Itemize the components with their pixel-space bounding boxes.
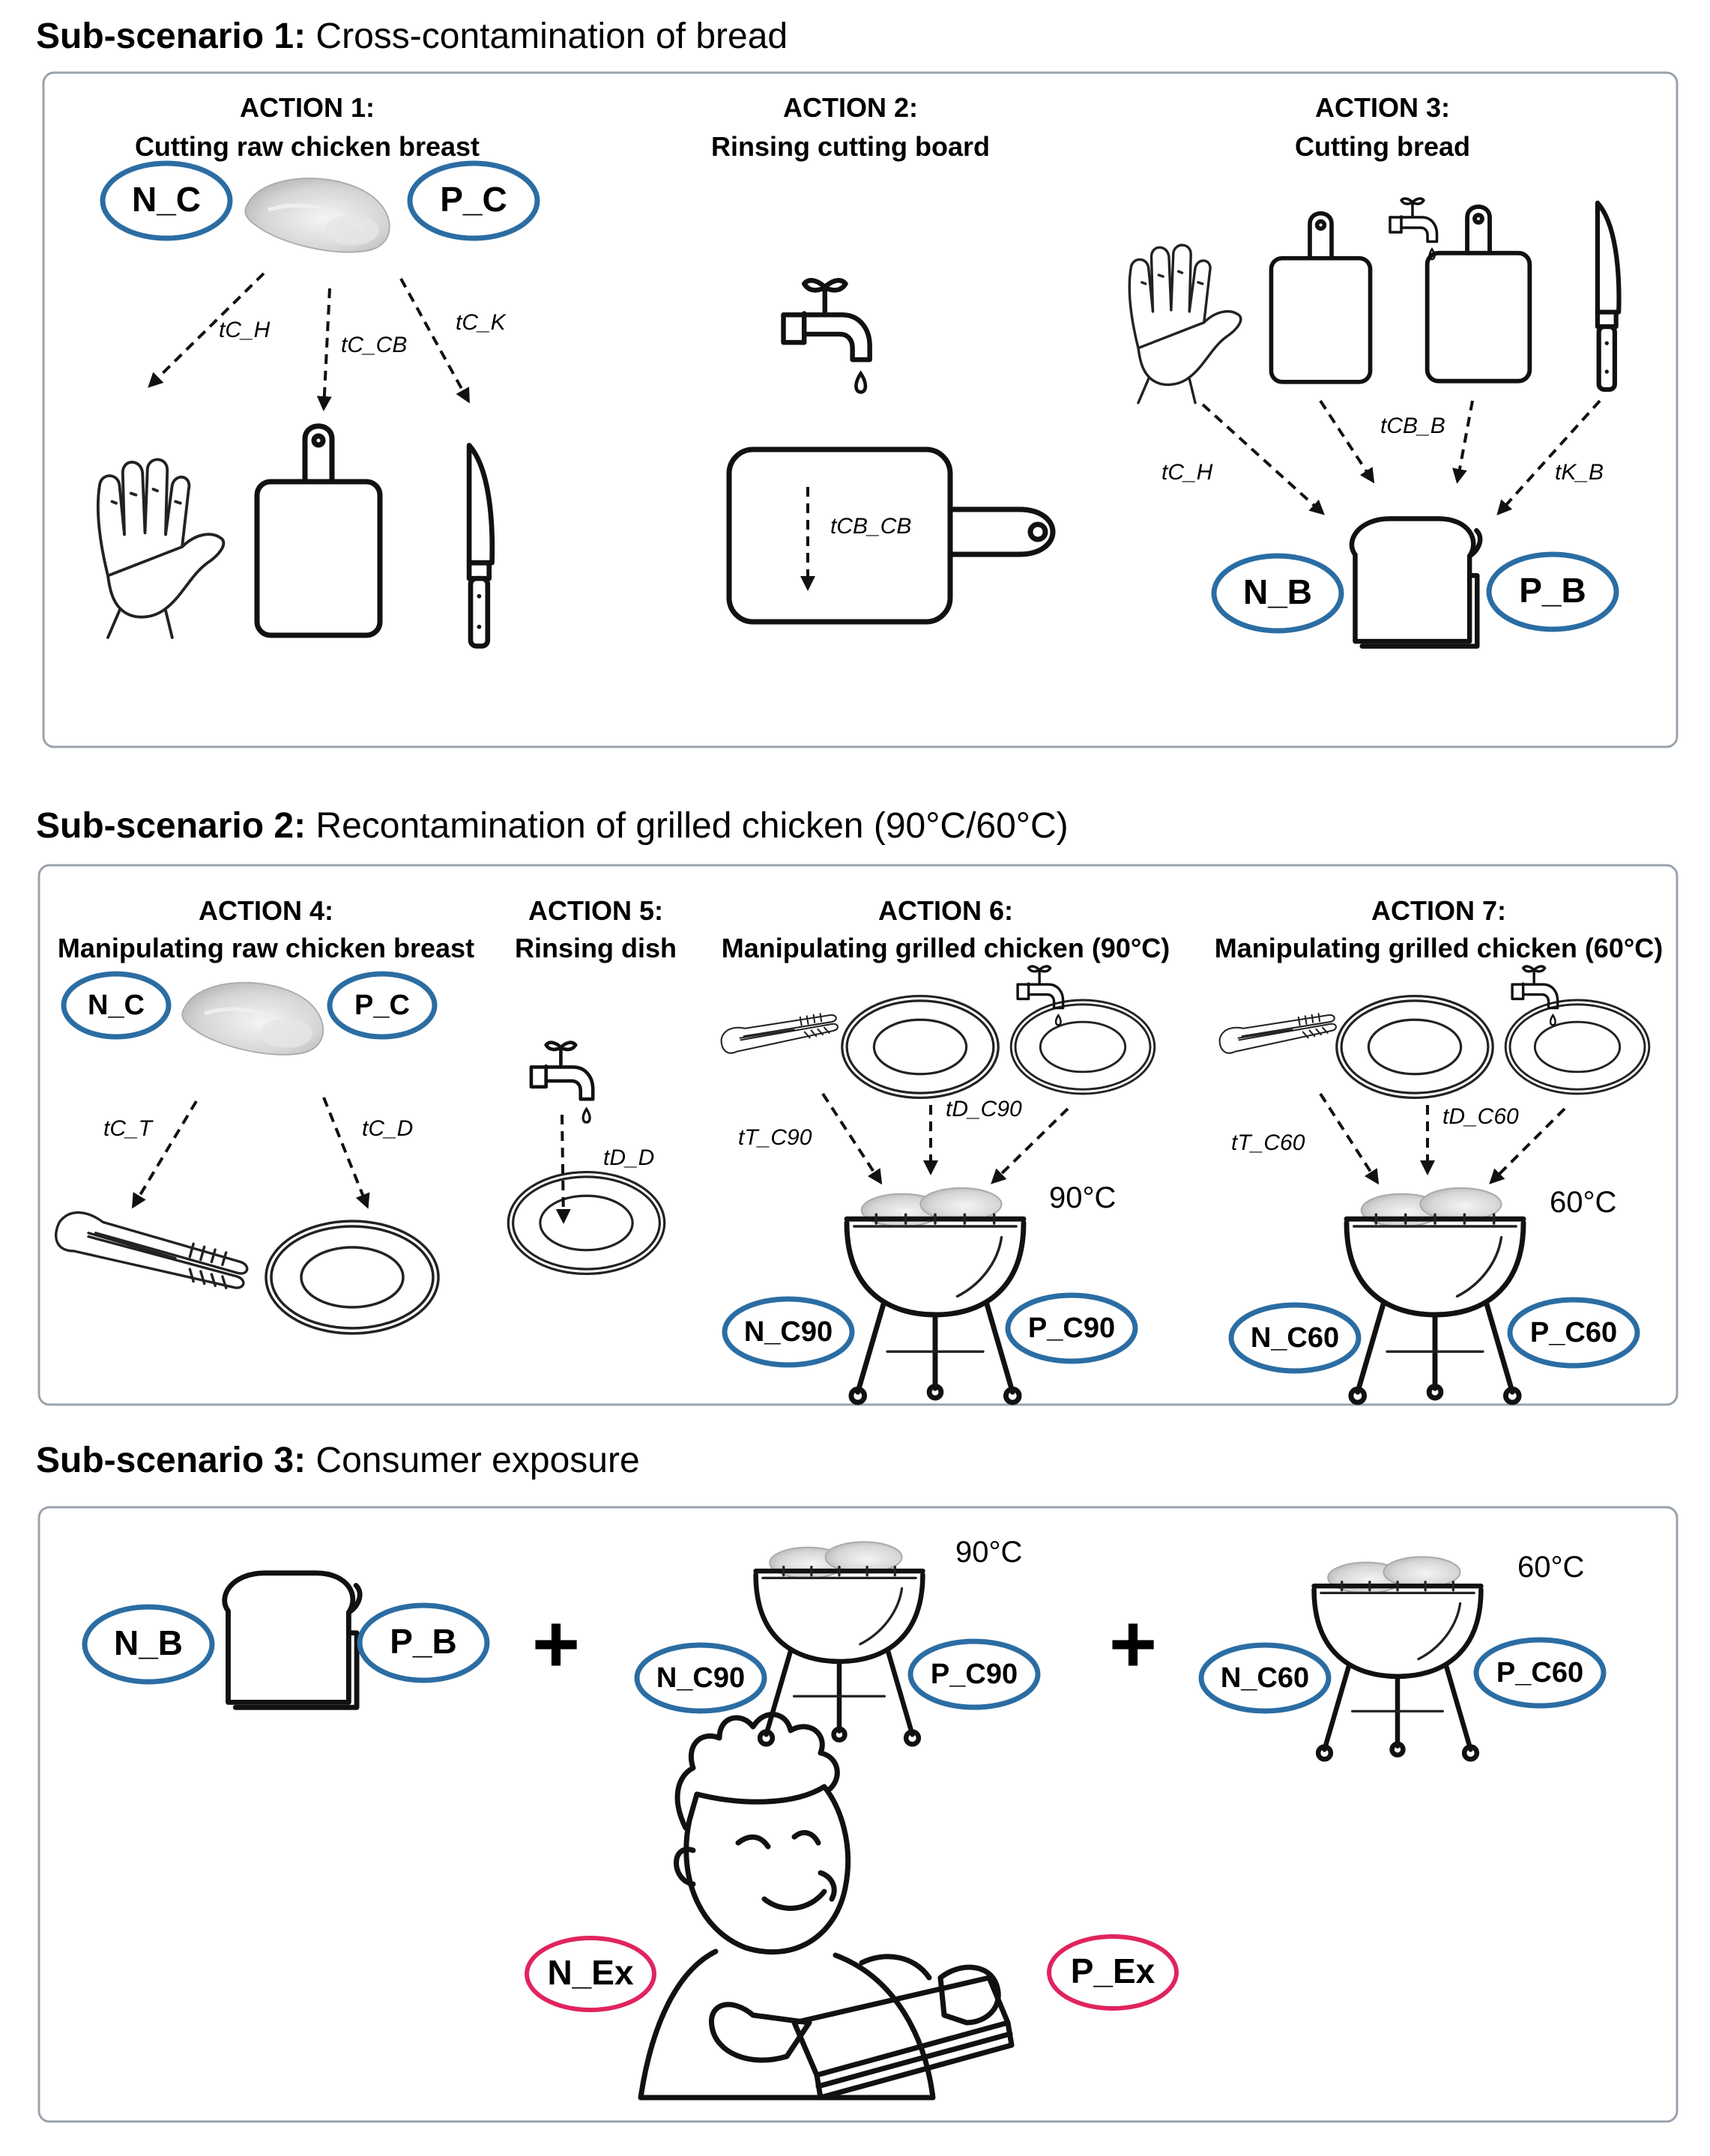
section-2-heading: Sub-scenario 2: Recontamination of grill…: [36, 806, 1069, 846]
oval-P_C60-3: P_C60: [1473, 1637, 1607, 1709]
svg-text:N_C90: N_C90: [656, 1662, 745, 1694]
svg-text:P_B: P_B: [1519, 571, 1586, 610]
action-7-title: ACTION 7:: [1371, 895, 1506, 926]
oval-P_B-3: P_B: [357, 1602, 490, 1683]
oval-P_C60-2: P_C60: [1507, 1297, 1640, 1369]
svg-text:P_C: P_C: [440, 180, 507, 219]
svg-text:P_C90: P_C90: [1028, 1312, 1115, 1344]
label-tT_C60: tT_C60: [1231, 1130, 1305, 1155]
svg-text:P_B: P_B: [390, 1622, 456, 1661]
svg-text:N_C60: N_C60: [1221, 1662, 1309, 1694]
action-6-subtitle: Manipulating grilled chicken (90°C): [722, 933, 1170, 963]
svg-text:N_C60: N_C60: [1251, 1322, 1339, 1354]
arrow-tCB_B: [1452, 400, 1474, 484]
action-2-title: ACTION 2:: [783, 92, 918, 123]
label-tT_C90: tT_C90: [738, 1125, 812, 1150]
arrow-tT_C90: [821, 1092, 883, 1185]
oval-N_Ex: N_Ex: [525, 1936, 656, 2012]
action-4-subtitle: Manipulating raw chicken breast: [58, 933, 474, 963]
action-7-subtitle: Manipulating grilled chicken (60°C): [1215, 933, 1663, 963]
action-1-subtitle: Cutting raw chicken breast: [135, 131, 480, 162]
temp-90: 90°C: [1049, 1181, 1116, 1214]
oval-N_C90-2: N_C90: [722, 1296, 855, 1368]
label-tC_K: tC_K: [456, 310, 507, 335]
oval-N_C60-3: N_C60: [1198, 1642, 1332, 1714]
oval-N_C90-3: N_C90: [634, 1642, 767, 1714]
arrow-tC_H: [148, 272, 265, 388]
action-3-title: ACTION 3:: [1315, 92, 1450, 123]
action-1-title: ACTION 1:: [240, 92, 375, 123]
section-3-heading: Sub-scenario 3: Consumer exposure: [36, 1441, 640, 1480]
svg-text:P_C: P_C: [354, 990, 410, 1021]
oval-P_C-2: P_C: [327, 971, 438, 1040]
oval-N_C-1: N_C: [100, 160, 233, 241]
label-tC_T: tC_T: [103, 1116, 154, 1141]
oval-P_C-1: P_C: [407, 160, 540, 241]
child-eating-icon: [638, 1712, 1015, 2101]
svg-text:N_C90: N_C90: [744, 1316, 833, 1348]
svg-text:P_C60: P_C60: [1530, 1317, 1617, 1348]
arrow-tT_C60: [1319, 1092, 1380, 1185]
arrow-tK_B: [1496, 399, 1601, 515]
svg-text:P_C60: P_C60: [1496, 1657, 1583, 1689]
svg-text:N_B: N_B: [1243, 572, 1312, 611]
plus-sign-2: +: [1109, 1598, 1157, 1690]
svg-text:N_Ex: N_Ex: [547, 1953, 633, 1992]
section-1-heading: Sub-scenario 1: Cross-contamination of b…: [36, 16, 788, 56]
plus-sign-1: +: [532, 1598, 580, 1690]
arrow-tC_D: [322, 1097, 370, 1209]
oval-N_B-3: N_B: [82, 1604, 215, 1685]
oval-N_B-1: N_B: [1211, 553, 1344, 634]
action-5-title: ACTION 5:: [528, 895, 663, 926]
arrow-tC_CB: [316, 288, 332, 411]
svg-text:N_C: N_C: [132, 180, 201, 219]
oval-P_B-1: P_B: [1486, 551, 1619, 632]
action-5-subtitle: Rinsing dish: [515, 933, 677, 963]
arrow-tC_T: [131, 1100, 198, 1209]
rinsed-cutting-board-icon: [726, 446, 1056, 625]
label-tD_D: tD_D: [603, 1145, 654, 1170]
label-tCB_B: tCB_B: [1380, 414, 1445, 438]
label-tC_H: tC_H: [219, 318, 271, 342]
arrow-tC_H-bread: [1201, 403, 1325, 515]
action-3-subtitle: Cutting bread: [1295, 131, 1470, 162]
temp-90-exposure: 90°C: [955, 1536, 1022, 1569]
label-tD_C90: tD_C90: [946, 1097, 1022, 1121]
action-4-title: ACTION 4:: [199, 895, 333, 926]
arrow-tC_K: [399, 278, 470, 404]
oval-P_C90-3: P_C90: [907, 1638, 1041, 1710]
arrow-tD_D: [555, 1114, 571, 1224]
svg-text:P_Ex: P_Ex: [1071, 1951, 1155, 1990]
section-3-panel: [37, 1506, 1679, 2123]
temp-60: 60°C: [1550, 1186, 1616, 1219]
temp-60-exposure: 60°C: [1517, 1551, 1584, 1584]
action-2-subtitle: Rinsing cutting board: [711, 131, 990, 162]
action-6-title: ACTION 6:: [878, 895, 1013, 926]
oval-N_C60-2: N_C60: [1228, 1302, 1362, 1374]
svg-text:P_C90: P_C90: [931, 1659, 1018, 1690]
label-tD_C60: tD_C60: [1442, 1104, 1519, 1129]
label-tC_CB: tC_CB: [341, 333, 407, 357]
oval-P_Ex: P_Ex: [1047, 1934, 1179, 2011]
oval-N_C-2: N_C: [61, 971, 172, 1040]
label-tCB_CB: tCB_CB: [830, 514, 911, 539]
svg-text:N_C: N_C: [88, 990, 145, 1021]
label-tC_D: tC_D: [362, 1116, 413, 1141]
oval-P_C90-2: P_C90: [1005, 1292, 1138, 1364]
svg-text:N_B: N_B: [114, 1623, 183, 1662]
label-tK_B: tK_B: [1555, 460, 1604, 485]
label-tC_H-bread: tC_H: [1161, 460, 1213, 485]
arrow-dish-C60: [1489, 1107, 1566, 1184]
arrow-dish-C90: [991, 1107, 1069, 1184]
